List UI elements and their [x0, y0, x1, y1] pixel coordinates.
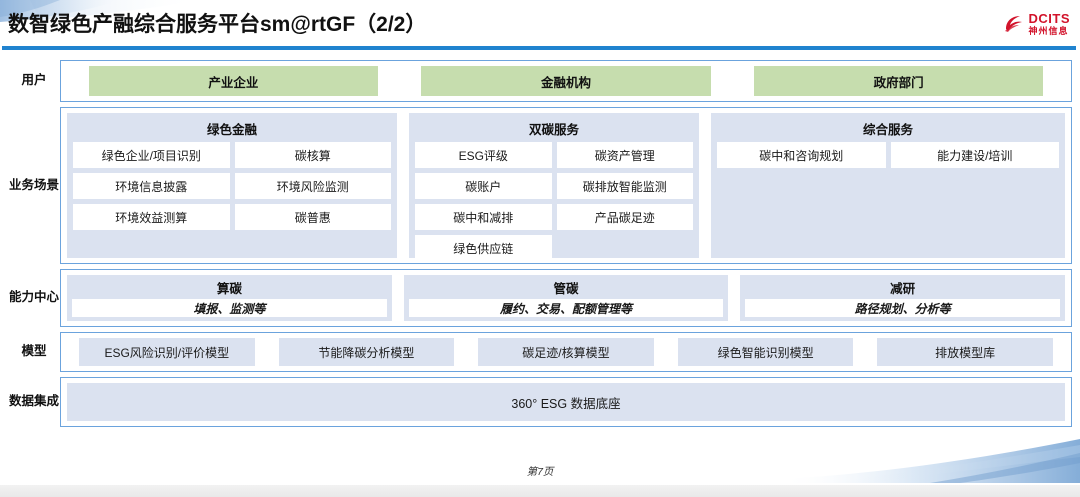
scenario-panel-green-finance: 绿色金融 绿色企业/项目识别 碳核算 环境信息披露 环境风险监测 环境效益测算 …	[67, 113, 397, 258]
model-chip[interactable]: 绿色智能识别模型	[677, 338, 854, 366]
user-chip-industry[interactable]: 产业企业	[88, 66, 379, 96]
scenario-item[interactable]: 环境信息披露	[73, 173, 230, 199]
row-models: 模型 ESG风险识别/评价模型 节能降碳分析模型 碳足迹/核算模型 绿色智能识别…	[8, 332, 1072, 372]
scenario-item[interactable]: 绿色企业/项目识别	[73, 142, 230, 168]
model-chip[interactable]: 节能降碳分析模型	[278, 338, 455, 366]
page-title: 数智绿色产融综合服务平台sm@rtGF（2/2）	[8, 13, 427, 36]
scenario-item[interactable]: 碳排放智能监测	[556, 173, 693, 199]
capability-panel-manage-carbon: 管碳 履约、交易、配额管理等	[403, 275, 729, 321]
capability-panel-title: 算碳	[216, 282, 242, 296]
row-body-users: 产业企业 金融机构 政府部门	[60, 60, 1072, 102]
scenario-item[interactable]: 绿色供应链	[415, 235, 552, 261]
footer-strip	[0, 485, 1080, 497]
scenario-item[interactable]: 碳核算	[234, 142, 391, 168]
row-business-scenarios: 业务场景 绿色金融 绿色企业/项目识别 碳核算 环境信息披露 环境风险监测 环境…	[8, 107, 1072, 264]
row-label-data-integration: 数据集成	[8, 394, 59, 409]
row-users: 用户 产业企业 金融机构 政府部门	[8, 60, 1072, 102]
scenario-panel-dual-carbon: 双碳服务 ESG评级 碳资产管理 碳账户 碳排放智能监测 碳中和减排 产品碳足迹…	[409, 113, 699, 261]
capability-panel-subtitle[interactable]: 填报、监测等	[72, 299, 387, 317]
capability-panel-calculate-carbon: 算碳 填报、监测等	[67, 275, 392, 321]
capability-panel-subtitle[interactable]: 履约、交易、配额管理等	[408, 299, 724, 317]
row-capability-center: 能力中心 算碳 填报、监测等 管碳 履约、交易、配额管理等 减研 路径规划、分析…	[8, 269, 1072, 327]
scenario-item[interactable]: 碳普惠	[234, 204, 391, 230]
model-chip[interactable]: 碳足迹/核算模型	[478, 338, 654, 366]
scenario-item[interactable]: ESG评级	[415, 142, 552, 168]
scenario-item[interactable]: 碳账户	[415, 173, 552, 199]
dcits-logo: DCITS 神州信息	[1003, 12, 1071, 36]
model-cell: 节能降碳分析模型	[267, 338, 467, 366]
model-chip[interactable]: 排放模型库	[877, 338, 1053, 366]
capability-panel-subtitle[interactable]: 路径规划、分析等	[745, 299, 1061, 317]
scenario-item[interactable]: 环境风险监测	[234, 173, 391, 199]
row-data-integration: 数据集成 360° ESG 数据底座	[8, 377, 1072, 427]
scenario-item[interactable]: 环境效益测算	[73, 204, 230, 230]
row-body-data-integration: 360° ESG 数据底座	[60, 377, 1072, 427]
title-divider	[2, 46, 1076, 50]
row-body-models: ESG风险识别/评价模型 节能降碳分析模型 碳足迹/核算模型 绿色智能识别模型 …	[60, 332, 1072, 372]
architecture-board: 用户 产业企业 金融机构 政府部门 业务场景 绿色金融	[8, 60, 1072, 432]
row-label-capability-center: 能力中心	[8, 290, 59, 305]
model-cell: ESG风险识别/评价模型	[67, 338, 267, 366]
user-chip-government[interactable]: 政府部门	[753, 66, 1044, 96]
capability-panel-reduce-research: 减研 路径规划、分析等	[740, 275, 1066, 321]
model-cell: 碳足迹/核算模型	[466, 338, 666, 366]
data-foundation-bar[interactable]: 360° ESG 数据底座	[67, 383, 1065, 421]
dcits-swirl-icon	[1003, 14, 1025, 34]
logo-text-cn: 神州信息	[1028, 26, 1069, 36]
user-cell: 政府部门	[732, 66, 1065, 96]
user-cell: 金融机构	[400, 66, 733, 96]
logo-text-en: DCITS	[1028, 11, 1070, 26]
capability-panel-title: 管碳	[553, 282, 579, 296]
user-chip-financial[interactable]: 金融机构	[421, 66, 711, 96]
row-label-models: 模型	[21, 344, 47, 359]
row-label-business-scenarios: 业务场景	[8, 177, 59, 192]
scenario-item[interactable]: 碳资产管理	[556, 142, 693, 168]
scenario-panel-comprehensive: 综合服务 碳中和咨询规划 能力建设/培训	[711, 113, 1065, 258]
capability-panel-title: 减研	[890, 282, 916, 296]
model-chip[interactable]: ESG风险识别/评价模型	[78, 338, 255, 366]
row-body-capability-center: 算碳 填报、监测等 管碳 履约、交易、配额管理等 减研 路径规划、分析等	[60, 269, 1072, 327]
footer-page-number: 第7页	[526, 466, 554, 478]
slide-header: 数智绿色产融综合服务平台sm@rtGF（2/2） DCITS 神州信息	[0, 6, 1080, 48]
model-cell: 排放模型库	[865, 338, 1065, 366]
row-body-business-scenarios: 绿色金融 绿色企业/项目识别 碳核算 环境信息披露 环境风险监测 环境效益测算 …	[60, 107, 1072, 264]
scenario-item[interactable]: 能力建设/培训	[890, 142, 1059, 168]
scenario-item[interactable]: 碳中和咨询规划	[717, 142, 886, 168]
scenario-panel-title: 绿色金融	[206, 123, 257, 137]
user-cell: 产业企业	[67, 66, 400, 96]
scenario-panel-title: 综合服务	[862, 123, 913, 137]
scenario-panel-title: 双碳服务	[528, 123, 579, 137]
model-cell: 绿色智能识别模型	[666, 338, 866, 366]
scenario-item[interactable]: 碳中和减排	[415, 204, 552, 230]
row-label-users: 用户	[21, 73, 47, 88]
scenario-item[interactable]: 产品碳足迹	[556, 204, 693, 230]
